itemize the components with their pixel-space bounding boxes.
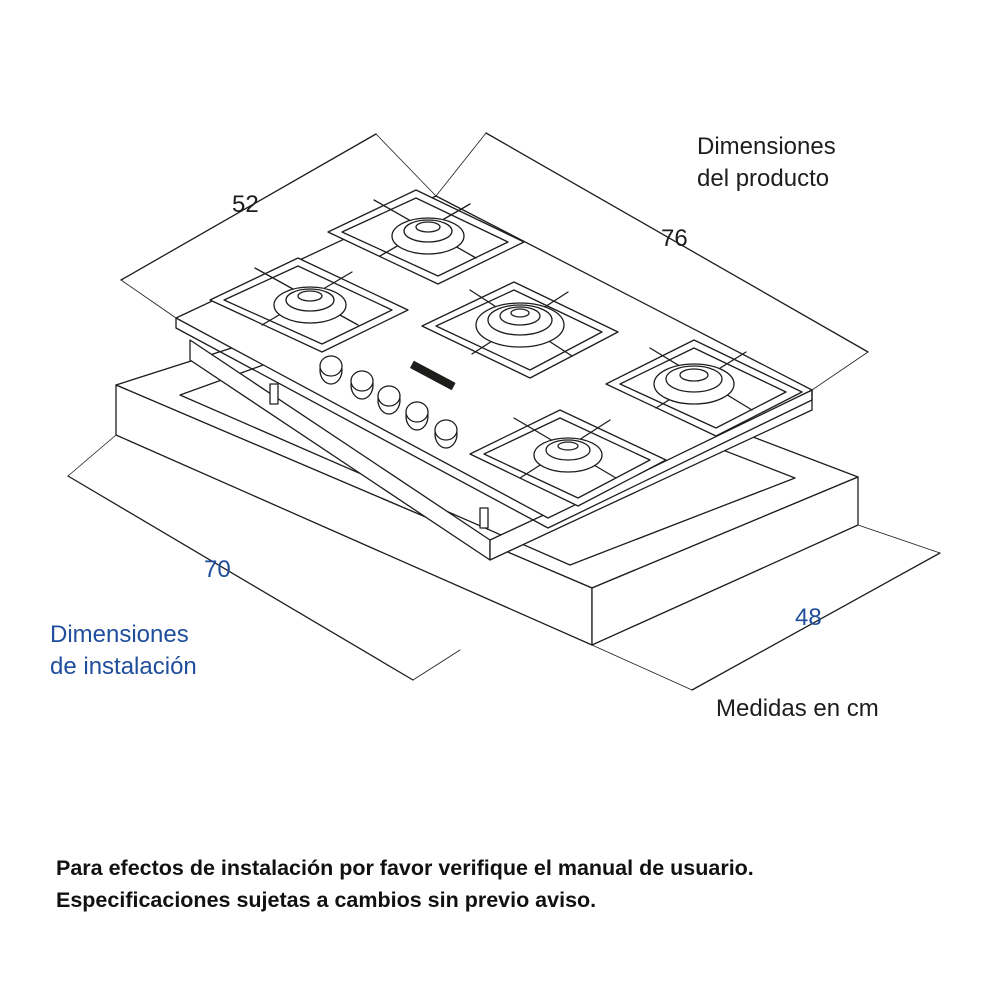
installation-label-line1: Dimensiones	[50, 621, 189, 648]
knob-5	[434, 419, 458, 449]
burner-right	[605, 339, 803, 437]
knob-1	[319, 355, 343, 385]
knob-2	[350, 370, 374, 400]
footer-note-line1: Para efectos de instalación por favor ve…	[56, 856, 754, 880]
dimension-line-product-depth	[120, 133, 437, 319]
dimension-line-install-width	[67, 434, 461, 681]
burner-rear-center	[327, 189, 525, 285]
burner-rear-left	[209, 257, 409, 353]
control-knobs	[319, 355, 458, 449]
dimension-line-install-depth	[591, 524, 941, 691]
product-label-line2: del producto	[697, 165, 830, 192]
dimension-line-product-width	[435, 132, 869, 391]
product-label-line1: Dimensiones	[697, 133, 836, 160]
product-width-value: 76	[661, 225, 688, 252]
footer-note-line2: Especificaciones sujetas a cambios sin p…	[56, 888, 597, 912]
knob-3	[377, 385, 401, 415]
product-dimensions-label: Dimensiones del producto	[697, 131, 836, 195]
units-note: Medidas en cm	[716, 695, 879, 722]
install-width-value: 70	[204, 556, 231, 583]
install-depth-value: 48	[795, 604, 822, 631]
brand-logo	[410, 360, 456, 390]
product-depth-value: 52	[232, 191, 259, 218]
installation-dimensions-label: Dimensiones de instalación	[50, 619, 197, 683]
burner-center-wok	[421, 281, 619, 379]
knob-4	[405, 401, 429, 431]
installation-label-line2: de instalación	[50, 653, 197, 680]
burner-front-center	[469, 409, 667, 507]
